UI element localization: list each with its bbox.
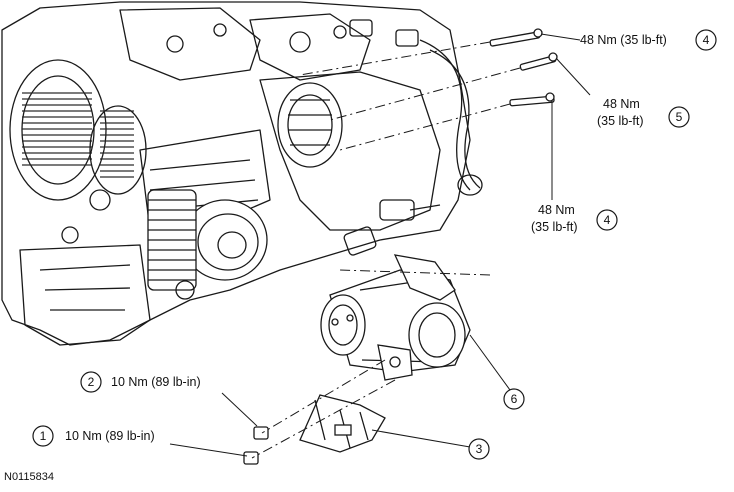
torque-label-top: 48 Nm (35 lb-ft) (580, 33, 667, 47)
torque-label-4-mid-line1: 48 Nm (538, 203, 575, 217)
torque-label-5-line1: 48 Nm (603, 97, 640, 111)
callout-number-2: 2 (88, 375, 95, 389)
starter-bolt-lower (509, 92, 555, 107)
callout-number-4-top: 4 (703, 33, 710, 47)
callout-6: 6 (503, 388, 525, 410)
starter-bolt-middle (519, 52, 558, 71)
harness-bracket (299, 394, 386, 453)
leader-lines (169, 33, 591, 457)
torque-label-4-mid-line2: (35 lb-ft) (531, 220, 578, 234)
engine-block (1, 1, 483, 346)
callout-number-6: 6 (511, 392, 518, 406)
bolt-1 (243, 451, 259, 465)
torque-label-5-line2: (35 lb-ft) (597, 114, 644, 128)
callout-1: 1 (32, 425, 54, 447)
torque-label-2: 10 Nm (89 lb-in) (111, 375, 201, 389)
callout-4-top: 4 (695, 29, 717, 51)
bolt-2 (253, 426, 269, 440)
starter-bolt-upper (489, 28, 543, 47)
starter-motor (320, 254, 471, 381)
callout-number-5: 5 (676, 110, 683, 124)
callout-2: 2 (80, 371, 102, 393)
callout-4-middle: 4 (596, 209, 618, 231)
torque-label-1: 10 Nm (89 lb-in) (65, 429, 155, 443)
alignment-lines (251, 41, 521, 459)
callout-number-1: 1 (40, 429, 47, 443)
callout-number-4-middle: 4 (604, 213, 611, 227)
callout-5: 5 (668, 106, 690, 128)
callout-3: 3 (468, 438, 490, 460)
figure-id: N0115834 (4, 471, 54, 483)
callout-number-3: 3 (476, 442, 483, 456)
